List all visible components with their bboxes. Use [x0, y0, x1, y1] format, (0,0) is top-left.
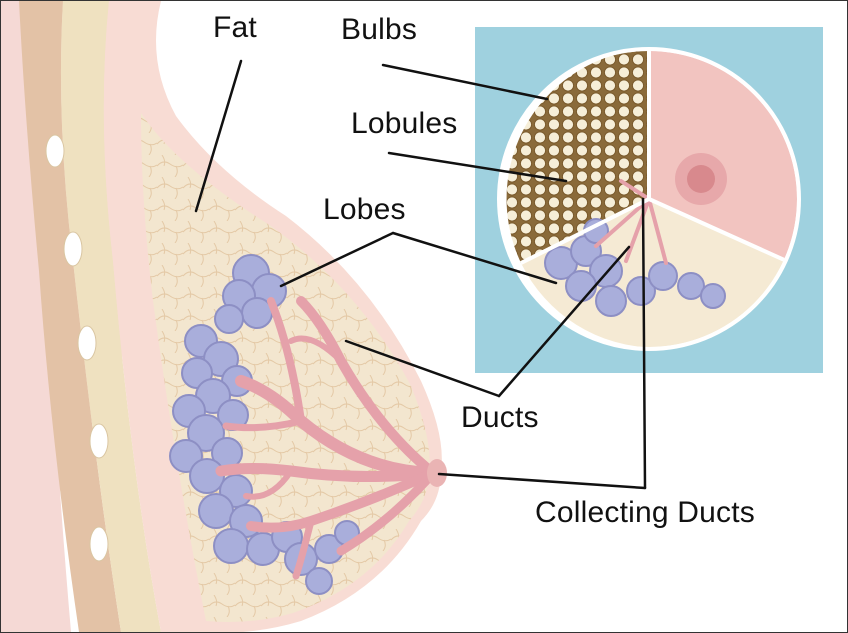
label-lobules: Lobules [351, 109, 458, 139]
label-ducts: Ducts [461, 403, 539, 433]
nipple [427, 459, 447, 487]
cross-section-inset [475, 27, 823, 373]
label-fat: Fat [213, 13, 257, 43]
label-collecting-ducts: Collecting Ducts [535, 498, 755, 528]
label-lobes: Lobes [323, 195, 406, 225]
label-bulbs: Bulbs [341, 15, 417, 45]
